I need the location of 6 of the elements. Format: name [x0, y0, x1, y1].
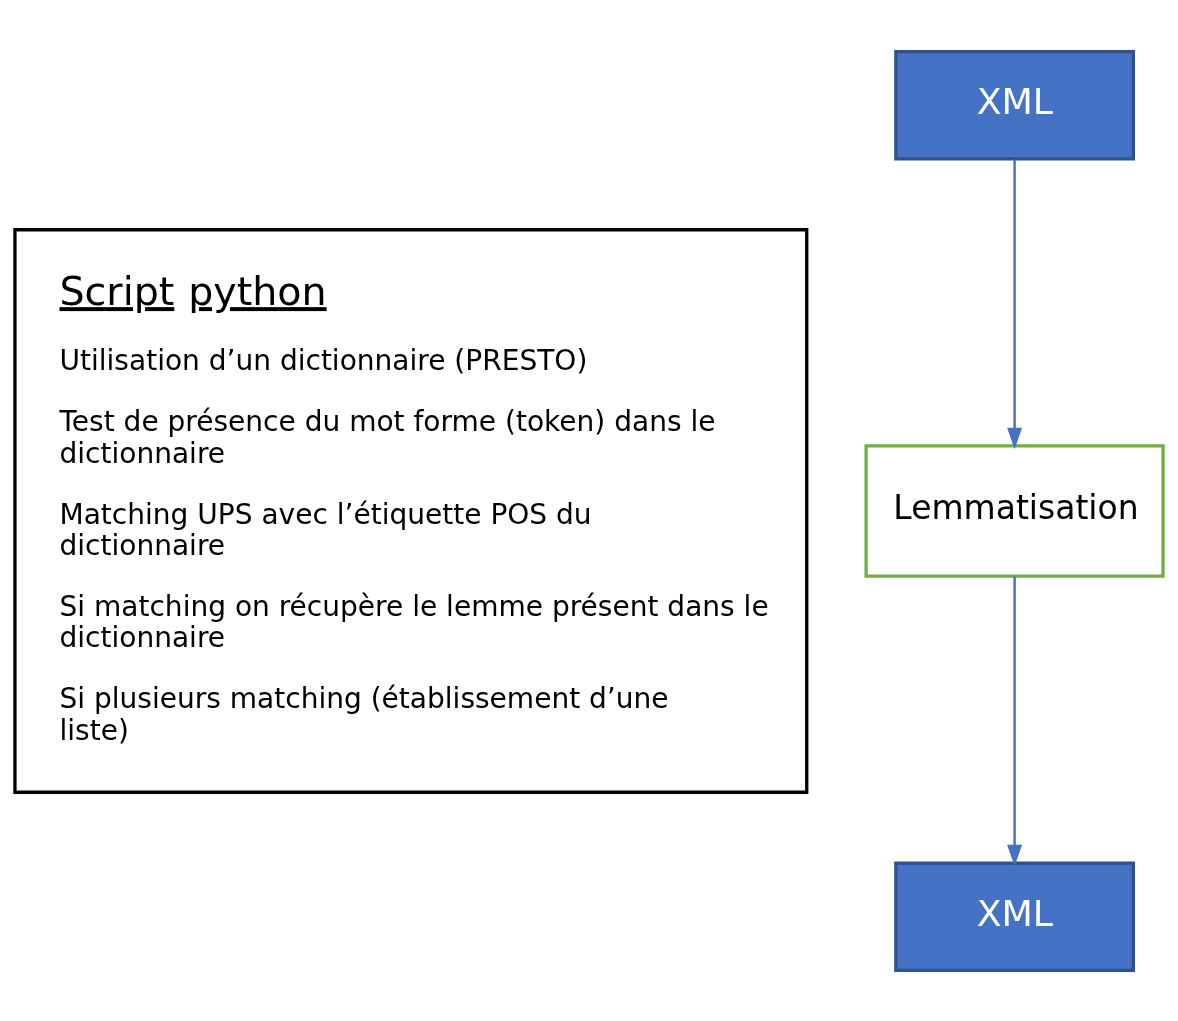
arrow — [1007, 575, 1023, 866]
node-box: XML — [894, 49, 1135, 160]
node-box: Lemmatisation — [864, 443, 1165, 578]
arrow — [1007, 159, 1023, 449]
node-box: Script python Utilisation d’un dictionnaire (PRESTO) Test de présence du mot forme (token) dans le dictionnaire Matching UPS avec l’étiquette POS du dictionnaire Si matching on récupère le lemme présent dans le dictionnaire Si plusieurs matching (établissement d’une liste) — [13, 227, 809, 794]
node-box: XML — [894, 861, 1135, 972]
